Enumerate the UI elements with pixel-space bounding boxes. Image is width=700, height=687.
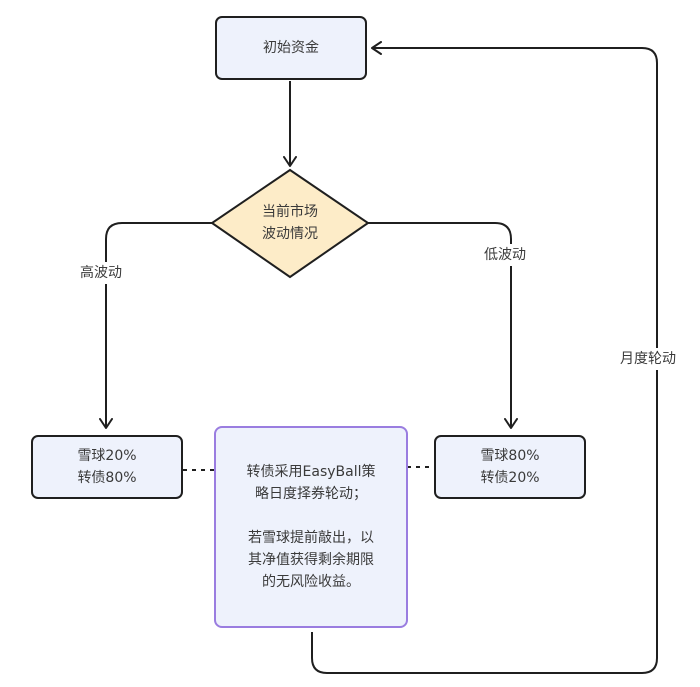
low-vol-snowball: 雪球80% xyxy=(480,448,540,464)
edge-label-low: 低波动 xyxy=(484,244,526,266)
low-vol-convertible: 转债20% xyxy=(480,470,540,486)
decision-line-2: 波动情况 xyxy=(262,226,318,242)
edge-monthly-loop xyxy=(311,41,658,674)
start-node-label: 初始资金 xyxy=(263,40,319,56)
note-para2-line1: 若雪球提前敲出，以 xyxy=(248,530,374,546)
edge-label-high: 高波动 xyxy=(80,262,122,284)
edge-decision-to-low xyxy=(368,222,518,429)
high-vol-convertible: 转债80% xyxy=(77,470,137,486)
high-vol-snowball: 雪球20% xyxy=(77,448,137,464)
edge-label-monthly: 月度轮动 xyxy=(620,348,676,370)
high-vol-allocation-node: 雪球20% 转债80% xyxy=(31,435,183,499)
decision-node-text: 当前市场 波动情况 xyxy=(230,201,350,245)
start-node: 初始资金 xyxy=(215,16,367,80)
note-para1-line1: 转债采用EasyBall策 xyxy=(246,464,376,480)
strategy-note: 转债采用EasyBall策 略日度择券轮动； 若雪球提前敲出，以 其净值获得剩余… xyxy=(214,426,408,628)
low-vol-allocation-node: 雪球80% 转债20% xyxy=(434,435,586,499)
note-para1-line2: 略日度择券轮动； xyxy=(255,486,367,502)
edge-decision-to-high xyxy=(99,222,212,429)
note-para2-line3: 的无风险收益。 xyxy=(262,574,360,590)
decision-diamond xyxy=(210,168,370,279)
note-para2-line2: 其净值获得剩余期限 xyxy=(248,552,374,568)
decision-line-1: 当前市场 xyxy=(262,204,318,220)
